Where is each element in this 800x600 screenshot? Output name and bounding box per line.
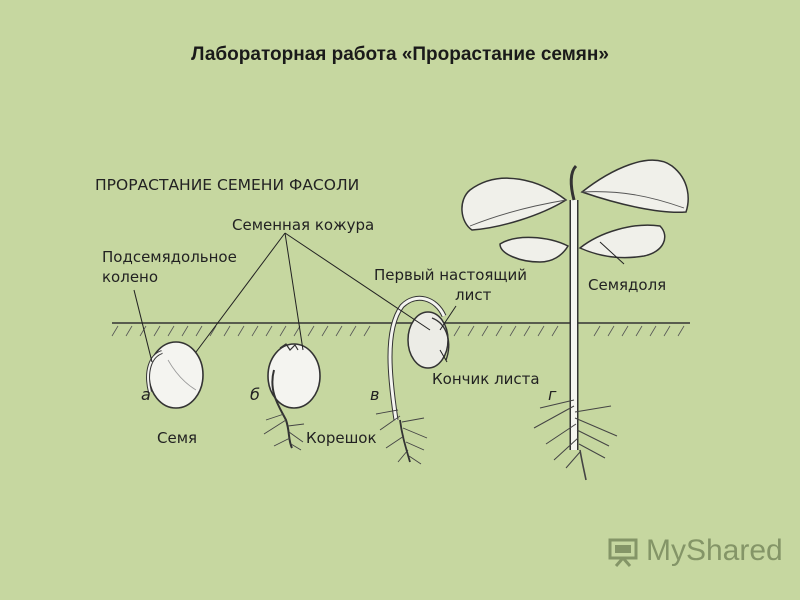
soil-hatching xyxy=(111,325,685,337)
label-first-leaf-1: Первый настоящий xyxy=(374,266,527,284)
watermark: MyShared xyxy=(606,534,783,568)
stage-label-v: в xyxy=(370,385,379,404)
stage-a-seed xyxy=(146,341,204,409)
label-seed: Семя xyxy=(157,429,197,447)
watermark-text: MyShared xyxy=(646,534,783,567)
label-root: Корешок xyxy=(306,429,377,447)
stage-label-b: б xyxy=(250,385,260,404)
label-cotyledon: Семядоля xyxy=(588,276,666,294)
label-first-leaf-2: лист xyxy=(455,286,492,304)
slide-title: Лабораторная работа «Прорастание семян» xyxy=(191,44,609,65)
label-hypocotyl-2: колено xyxy=(102,268,158,286)
leader-lines xyxy=(133,232,625,363)
stage-label-g: г xyxy=(548,385,557,404)
presentation-board-icon xyxy=(608,538,638,567)
stage-g-plant xyxy=(461,159,689,450)
label-leaf-tip: Кончик листа xyxy=(432,370,540,388)
stage-g-roots xyxy=(533,399,618,481)
stage-v-roots xyxy=(375,409,428,465)
stage-label-a: а xyxy=(141,385,151,404)
diagram-heading: ПРОРАСТАНИЕ СЕМЕНИ ФАСОЛИ xyxy=(95,176,359,194)
label-seed-coat: Семенная кожура xyxy=(232,216,374,234)
label-hypocotyl-1: Подсемядольное xyxy=(102,248,237,266)
stage-b-roots xyxy=(263,413,305,451)
